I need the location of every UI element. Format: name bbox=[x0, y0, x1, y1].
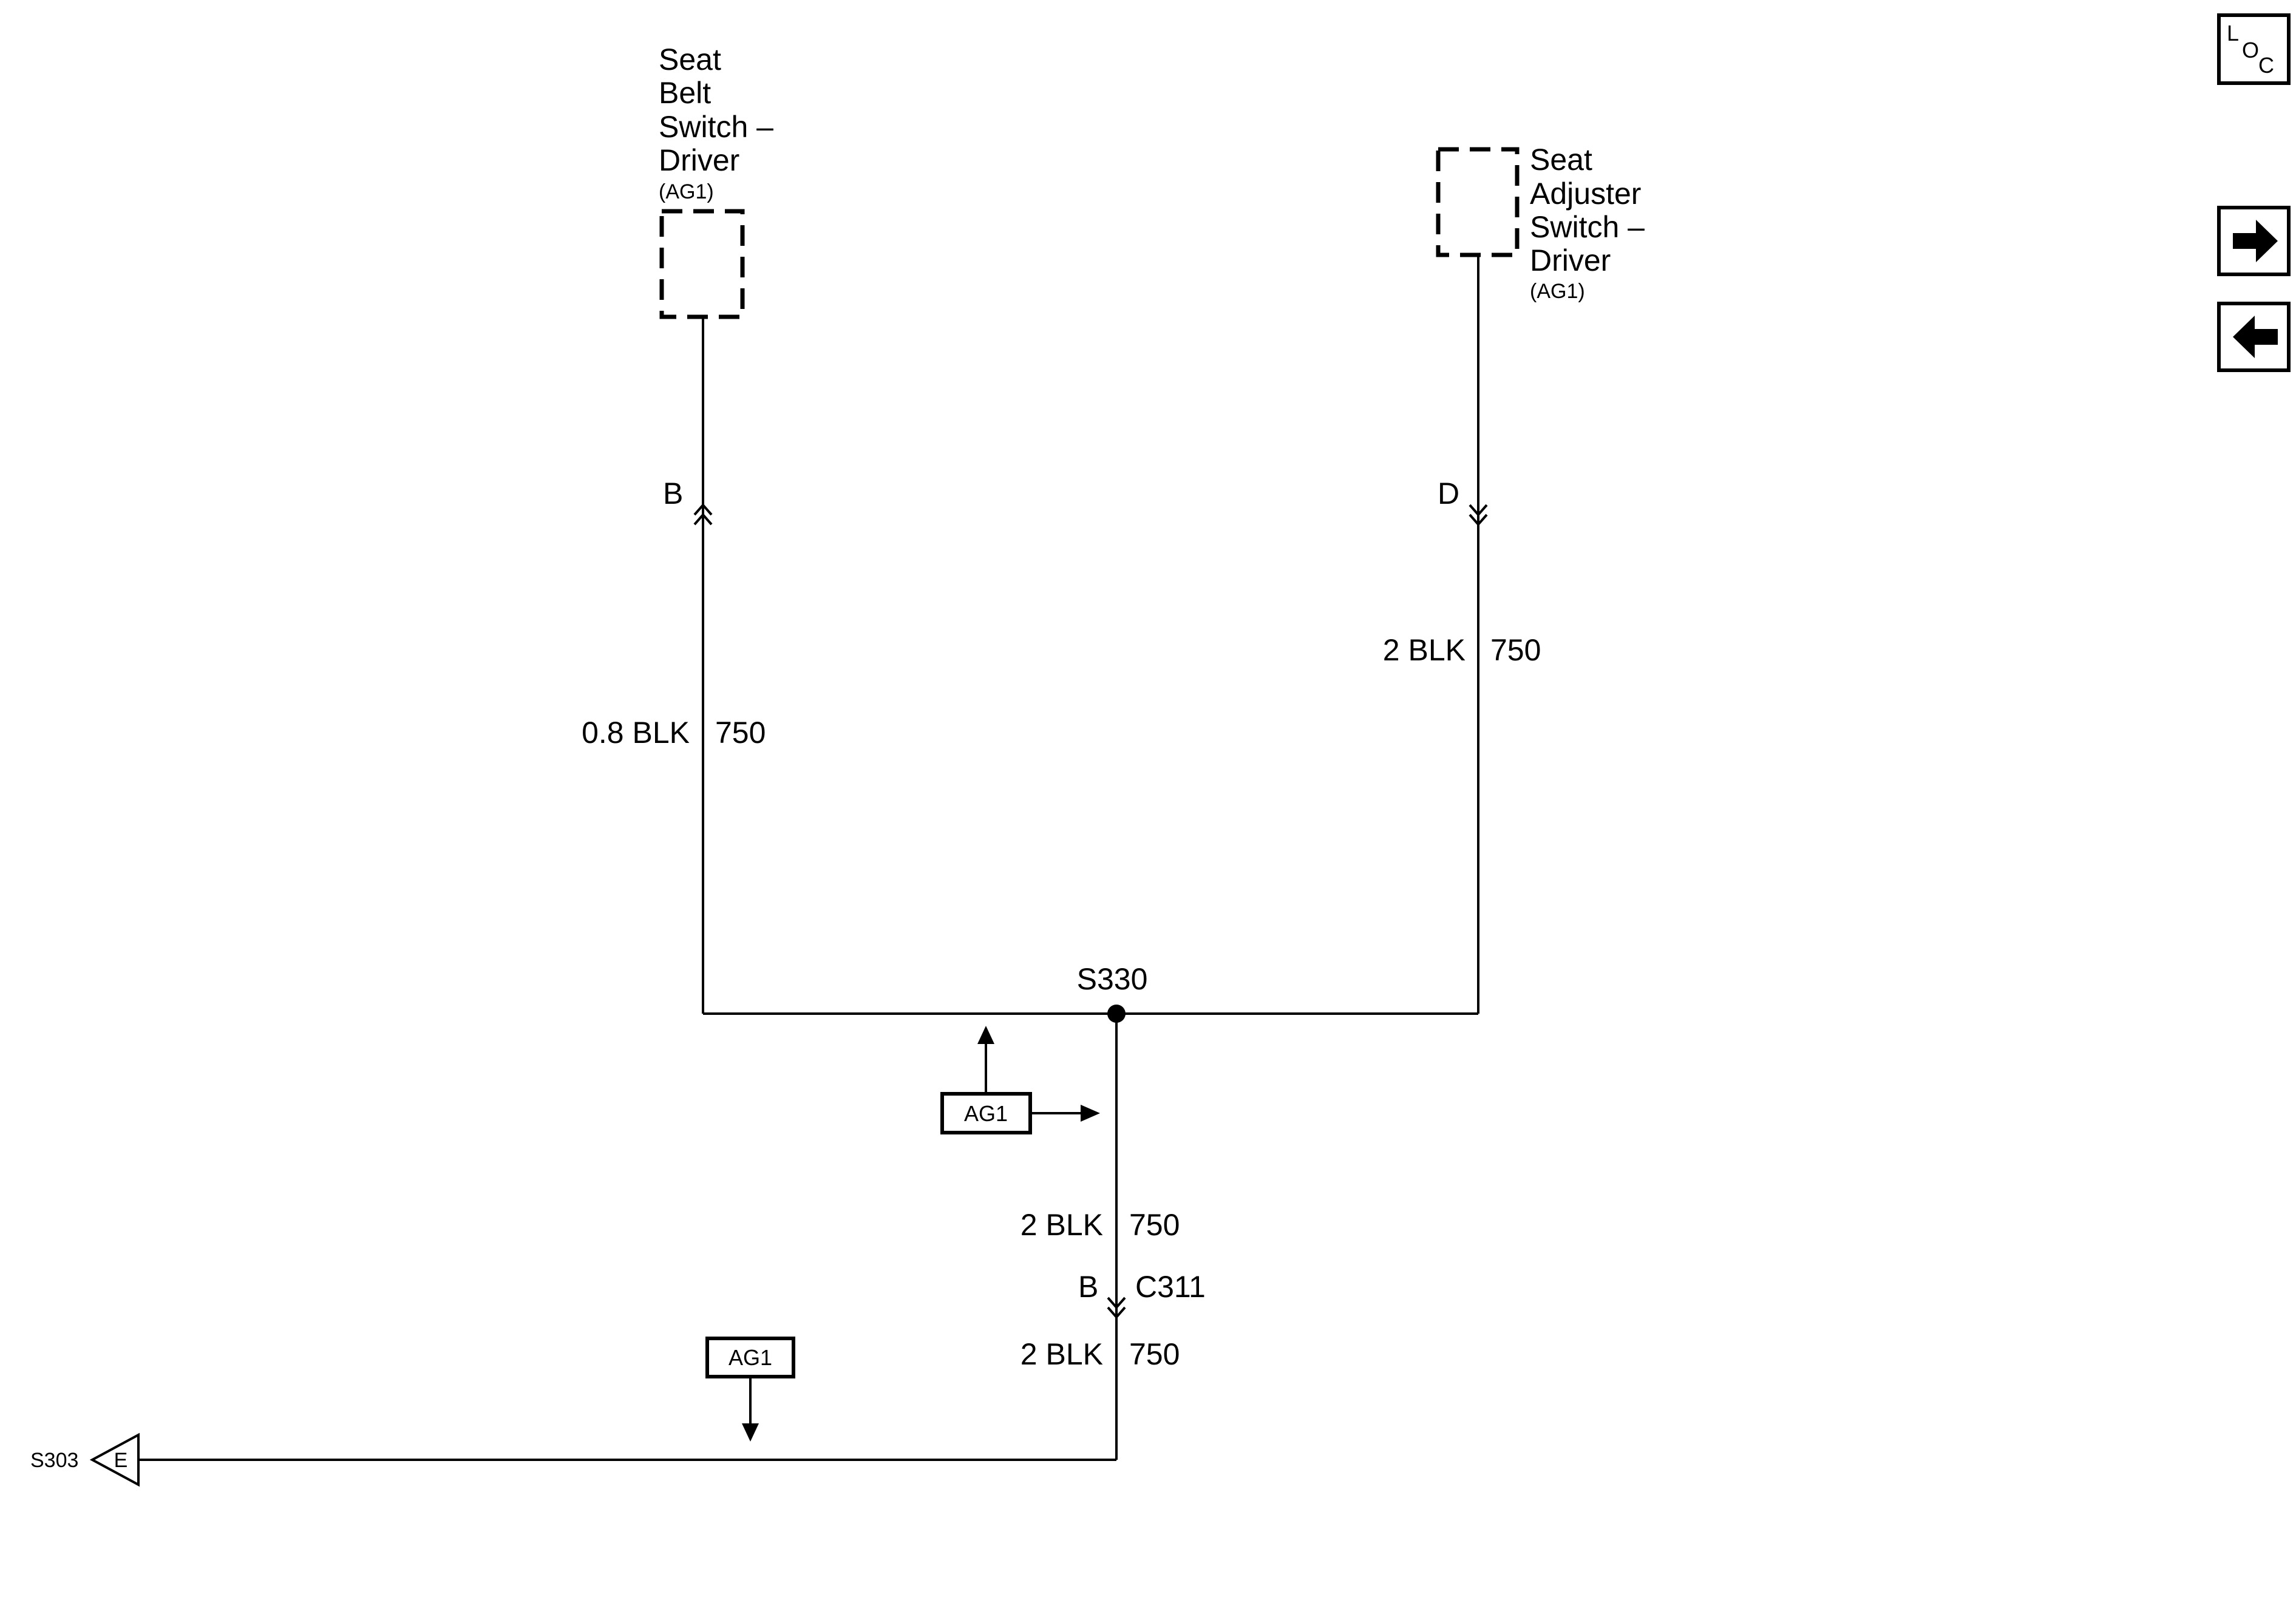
loc-letter-l: L bbox=[2227, 21, 2239, 46]
seat-adjuster-switch-box bbox=[1436, 147, 1520, 257]
right-wire-circuit: 750 bbox=[1490, 633, 1541, 667]
seat-adjuster-label-line2: Adjuster bbox=[1530, 177, 1641, 211]
forward-button[interactable] bbox=[2217, 206, 2291, 276]
seat-adjuster-label-line3: Switch – bbox=[1530, 210, 1645, 244]
splice-s330: S330 bbox=[703, 962, 1478, 1023]
lower-upper-circuit: 750 bbox=[1129, 1208, 1180, 1242]
seat-belt-label-line2: Belt bbox=[659, 76, 711, 110]
c311-pin: B bbox=[1078, 1270, 1098, 1304]
left-wire: B 0.8 BLK 750 bbox=[582, 317, 766, 1014]
seat-belt-switch-driver: Seat Belt Switch – Driver (AG1) bbox=[659, 42, 773, 319]
arrow-right-icon bbox=[2233, 220, 2278, 262]
seat-belt-option: (AG1) bbox=[659, 180, 714, 203]
seat-adjuster-label-line4: Driver bbox=[1530, 243, 1611, 277]
seat-belt-label-line4: Driver bbox=[659, 143, 739, 177]
loc-letter-o: O bbox=[2242, 38, 2259, 63]
right-wire: D 2 BLK 750 bbox=[1383, 255, 1541, 1014]
ground-wire: E S303 bbox=[30, 1432, 1116, 1487]
seat-belt-label-line3: Switch – bbox=[659, 110, 773, 144]
arrow-right-small-icon bbox=[1081, 1105, 1100, 1122]
connector-d-symbol bbox=[1469, 504, 1488, 527]
c311-name: C311 bbox=[1135, 1270, 1206, 1304]
offpage-name: S303 bbox=[30, 1449, 78, 1472]
loc-letter-c: C bbox=[2258, 53, 2274, 78]
option-box-upper: AG1 bbox=[940, 1026, 1100, 1134]
right-wire-size-color: 2 BLK bbox=[1383, 633, 1466, 667]
arrow-down-icon bbox=[742, 1423, 759, 1442]
seat-adjuster-option: (AG1) bbox=[1530, 280, 1585, 303]
arrow-left-icon bbox=[2233, 316, 2278, 358]
connector-b-symbol bbox=[693, 503, 713, 526]
offpage-letter: E bbox=[114, 1449, 128, 1472]
left-wire-size-color: 0.8 BLK bbox=[582, 716, 690, 750]
seat-adjuster-label-line1: Seat bbox=[1530, 143, 1592, 177]
connector-pin-d: D bbox=[1438, 476, 1459, 510]
offpage-triangle-icon bbox=[89, 1432, 140, 1487]
seat-belt-switch-box bbox=[659, 209, 745, 319]
option-box-lower: AG1 bbox=[705, 1337, 795, 1442]
connector-pin-b: B bbox=[663, 476, 683, 510]
seat-adjuster-switch-driver: Seat Adjuster Switch – Driver (AG1) bbox=[1436, 143, 1645, 303]
lower-lower-size-color: 2 BLK bbox=[1021, 1337, 1103, 1371]
back-button[interactable] bbox=[2217, 302, 2291, 372]
left-wire-circuit: 750 bbox=[715, 716, 766, 750]
seat-belt-label-line1: Seat bbox=[659, 42, 721, 76]
connector-c311-symbol bbox=[1107, 1297, 1126, 1320]
option-label-upper: AG1 bbox=[964, 1101, 1008, 1126]
splice-name: S330 bbox=[1077, 962, 1148, 996]
arrow-up-icon bbox=[977, 1026, 994, 1044]
option-label-lower: AG1 bbox=[729, 1345, 772, 1370]
lower-lower-circuit: 750 bbox=[1129, 1337, 1180, 1371]
lower-upper-size-color: 2 BLK bbox=[1021, 1208, 1103, 1242]
loc-button[interactable]: L O C bbox=[2217, 13, 2291, 85]
lower-wire: 2 BLK 750 B C311 2 BLK 750 bbox=[1021, 1014, 1206, 1460]
